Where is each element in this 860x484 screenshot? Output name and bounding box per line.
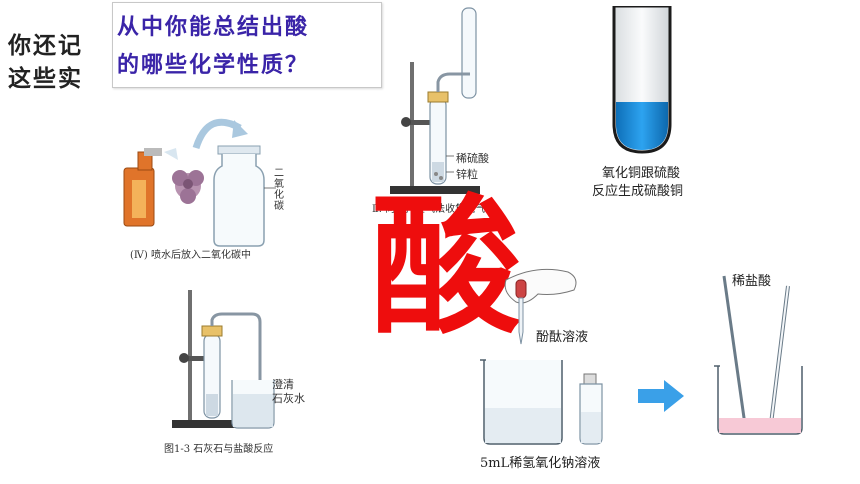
limewater-label-1: 澄清 xyxy=(272,378,294,391)
copper-sulfate-tube xyxy=(612,4,672,154)
dilute-hcl-label: 稀盐酸 xyxy=(732,274,772,289)
question-line2: 的哪些化学性质？ xyxy=(117,53,310,78)
phenolphthalein-label: 酚酞溶液 xyxy=(536,330,589,345)
hydrogen-apparatus xyxy=(390,7,480,194)
figure-copper-sulfate: 氧化铜跟硫酸 反应生成硫酸铜 xyxy=(584,4,724,204)
limestone-apparatus xyxy=(172,290,275,429)
figure-phenolphthalein: 酚酞溶液 5mL稀氢氧化钠溶液 xyxy=(476,262,656,472)
cuo-caption-line1: 氧化铜跟硫酸 xyxy=(602,166,681,181)
co2-label: 二氧化碳 xyxy=(274,168,284,212)
figure-hydrogen: 稀硫酸 锌粒 Ⅱ. 向下排空气法收集氢气 xyxy=(370,2,520,215)
figure-hcl: 稀盐酸 xyxy=(712,268,822,444)
question-back-line2: 这些实 xyxy=(8,66,83,92)
zinc-granules-label: 锌粒 xyxy=(456,168,478,181)
limestone-caption: 图1-3 石灰石与盐酸反应 xyxy=(164,444,274,455)
spray-co2-illustration xyxy=(123,118,276,247)
spray-caption: (Ⅳ) 喷水后放入二氧化碳中 xyxy=(130,250,251,261)
hydrogen-caption: Ⅱ. 向下排空气法收集氢气 xyxy=(372,204,486,215)
question-line1: 从中你能总结出酸 xyxy=(117,15,310,40)
acid-character: 酸 xyxy=(370,181,521,355)
right-arrow-icon xyxy=(636,378,686,414)
question-back-line1: 你还记 xyxy=(8,33,83,59)
hcl-beaker-illustration xyxy=(714,275,803,435)
figure-limestone: 澄清 石灰水 图1-3 石灰石与盐酸反应 xyxy=(160,286,330,458)
question-callout: 从中你能总结出酸 的哪些化学性质？ xyxy=(112,2,382,88)
dilute-sulfuric-acid-label: 稀硫酸 xyxy=(456,152,489,165)
naoh-label: 5mL稀氢氧化钠溶液 xyxy=(480,456,601,471)
cuo-caption-line2: 反应生成硫酸铜 xyxy=(592,184,684,199)
limewater-label-2: 石灰水 xyxy=(272,392,305,405)
figure-spray-co2: 二氧化碳 (Ⅳ) 喷水后放入二氧化碳中 xyxy=(118,108,298,261)
phenolphthalein-illustration xyxy=(480,268,603,445)
question-back-text: 你还记 这些实 xyxy=(8,30,83,96)
